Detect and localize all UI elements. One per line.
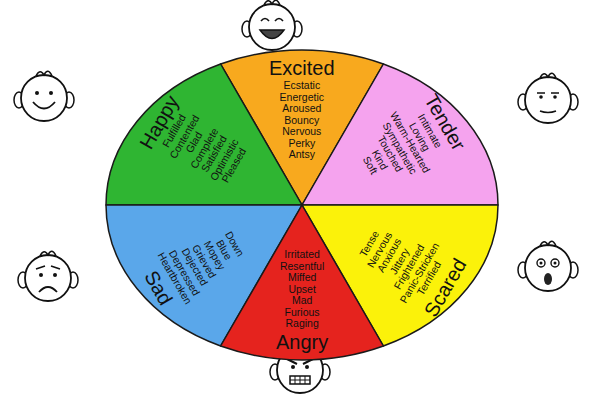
emotion-word: Raging <box>285 318 318 330</box>
scared-face <box>518 241 578 291</box>
emotion-heading: Excited <box>269 56 335 80</box>
emotion-list: ExcitedEcstaticEnergeticArousedBouncyNer… <box>269 56 335 161</box>
emotion-word: Resentful <box>280 261 324 273</box>
calm-face <box>518 73 578 123</box>
emotion-word: Bouncy <box>284 115 319 127</box>
emotion-word: Irritated <box>284 249 320 261</box>
emotion-word: Miffed <box>288 272 316 284</box>
emotion-word: Furious <box>285 307 320 319</box>
emotion-list: Angry IrritatedResentfulMiffedUpsetMadFur… <box>276 249 328 354</box>
emotion-heading: Angry <box>276 330 328 354</box>
wedge-fill <box>302 64 498 205</box>
emotion-word: Ecstatic <box>283 80 320 92</box>
wedge-fill <box>221 205 384 360</box>
emotion-word: Energetic <box>280 92 324 104</box>
emotion-word: Mad <box>292 295 312 307</box>
sad-face <box>18 251 78 301</box>
emotion-word: Antsy <box>289 149 315 161</box>
laughing-face <box>242 0 302 50</box>
emotion-word: Aroused <box>282 103 321 115</box>
emotion-word: Perky <box>288 138 315 150</box>
happy-face <box>14 71 74 121</box>
emotion-word: Upset <box>288 284 315 296</box>
wedge-fill <box>106 64 302 205</box>
emotion-word: Nervous <box>282 126 321 138</box>
